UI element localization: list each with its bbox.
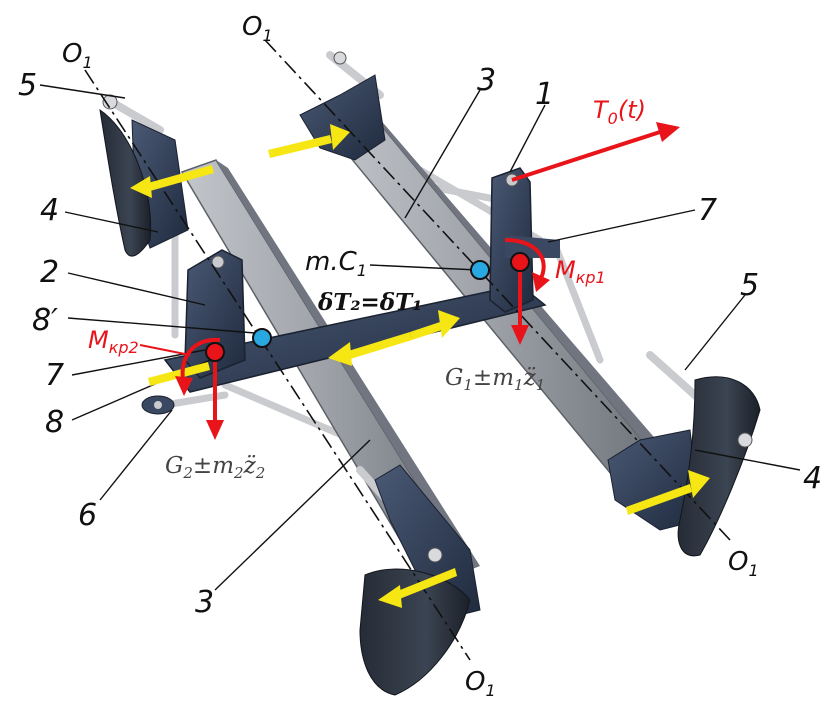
label-7-right: 7 [698, 193, 717, 228]
label-o1-top-center: O1 [242, 12, 273, 45]
label-8-prime: 8′ [32, 303, 58, 338]
label-2: 2 [40, 255, 59, 290]
node-markers [205, 252, 530, 362]
label-g1: G1±m1z̈1 [445, 365, 545, 394]
label-o1-bottom: O1 [465, 667, 496, 700]
label-5-right: 5 [740, 268, 759, 303]
label-4-right: 4 [803, 461, 822, 496]
label-3-upper: 3 [477, 63, 496, 98]
force-vectors [139, 122, 680, 440]
axis-lines [84, 39, 731, 661]
label-8: 8 [45, 405, 64, 440]
label-6: 6 [78, 498, 97, 533]
label-7-left: 7 [45, 358, 64, 393]
label-mc1: m.C1 [305, 247, 367, 280]
label-delta-t: δT₂=δT₁ [317, 289, 422, 316]
label-3-lower: 3 [195, 585, 214, 620]
label-4-left: 4 [40, 193, 59, 228]
label-mkr1: Mкр1 [555, 256, 606, 287]
motion-arrows [130, 124, 710, 608]
label-t0: T0(t) [593, 96, 646, 128]
label-5-left: 5 [18, 68, 37, 103]
label-mkr2: Mкр2 [88, 326, 139, 357]
right-hitch-bracket [489, 167, 560, 313]
label-1: 1 [535, 77, 554, 112]
shoe-right [607, 351, 761, 557]
label-o1-top-left: O1 [62, 39, 93, 72]
label-g2: G2±m2z̈2 [165, 453, 265, 482]
label-o1-right: O1 [728, 547, 759, 580]
